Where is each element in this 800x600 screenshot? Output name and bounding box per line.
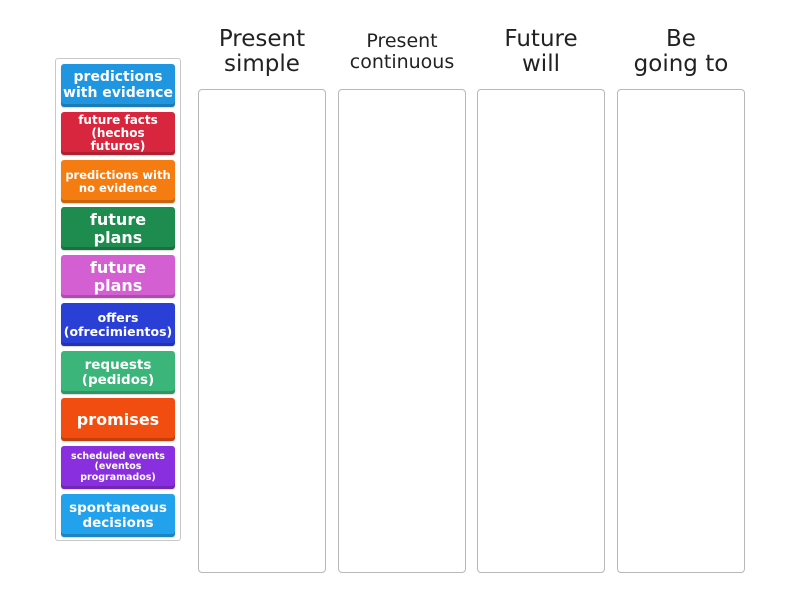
column-header-line1: Present <box>218 26 306 52</box>
draggable-card[interactable]: requests (pedidos) <box>61 351 175 394</box>
drop-zone[interactable] <box>477 89 605 573</box>
card-label: future plans <box>89 209 147 247</box>
card-label: scheduled events (eventos programados) <box>71 450 165 483</box>
card-label: future plans <box>89 257 147 295</box>
column-header-line1: Be <box>666 26 696 52</box>
card-label: future facts (hechos futuros) <box>78 112 158 154</box>
column-header-line2: continuous <box>349 50 455 73</box>
card-label: predictions with no evidence <box>65 167 171 195</box>
draggable-card[interactable]: promises <box>61 398 175 441</box>
drop-zone[interactable] <box>338 89 466 573</box>
draggable-card[interactable]: predictions with no evidence <box>61 160 175 203</box>
draggable-card[interactable]: offers (ofrecimientos) <box>61 303 175 346</box>
draggable-card[interactable]: spontaneous decisions <box>61 494 175 537</box>
column-header-line2: will <box>522 51 560 78</box>
card-label: predictions with evidence <box>63 69 173 101</box>
card-label: spontaneous decisions <box>69 499 167 531</box>
card-pool: predictions with evidence future facts (h… <box>55 58 181 541</box>
drop-zone[interactable] <box>198 89 326 573</box>
column-header-line1: Future <box>504 26 578 52</box>
card-label: promises <box>76 409 160 429</box>
draggable-card[interactable]: future facts (hechos futuros) <box>61 112 175 155</box>
card-label: offers (ofrecimientos) <box>63 309 173 339</box>
column-header-line1: Present <box>366 30 438 52</box>
draggable-card[interactable]: future plans <box>61 255 175 298</box>
draggable-card[interactable]: future plans <box>61 207 175 250</box>
draggable-card[interactable]: predictions with evidence <box>61 64 175 107</box>
column-header-line2: going to <box>633 51 729 78</box>
drop-zone[interactable] <box>617 89 745 573</box>
draggable-card[interactable]: scheduled events (eventos programados) <box>61 446 175 489</box>
card-label: requests (pedidos) <box>81 356 155 388</box>
column-header-line2: simple <box>224 51 300 78</box>
